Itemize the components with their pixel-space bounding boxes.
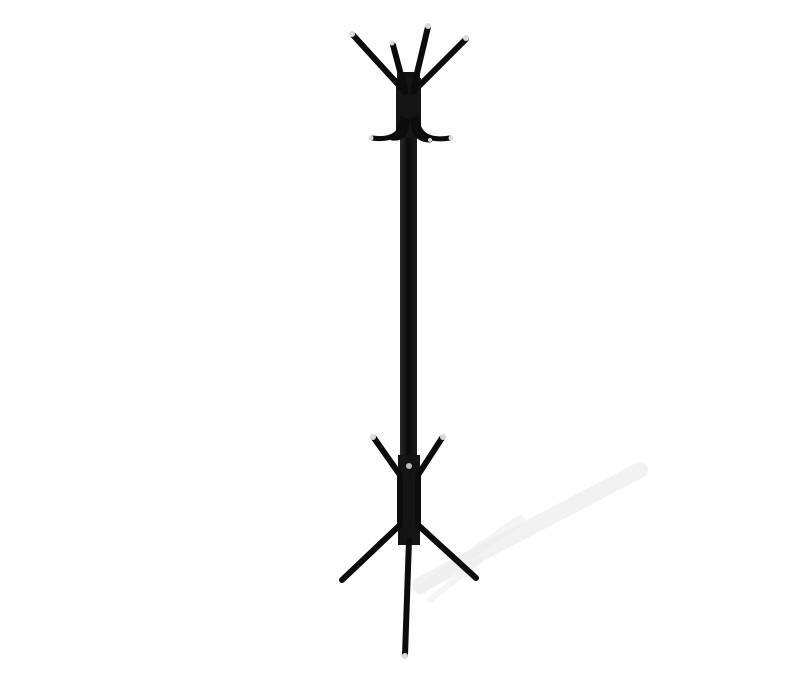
screw	[406, 463, 412, 469]
upper-hooks	[350, 24, 469, 95]
upper-hook-tips	[349, 23, 469, 46]
base-arm-tips	[370, 434, 446, 659]
pole	[400, 75, 417, 545]
base-arms	[339, 435, 479, 658]
curved-hooks	[369, 115, 453, 143]
lower-collar	[398, 455, 420, 545]
curved-hook-tips	[368, 135, 454, 142]
floor-shadow	[412, 462, 648, 603]
top-cap	[397, 72, 420, 78]
